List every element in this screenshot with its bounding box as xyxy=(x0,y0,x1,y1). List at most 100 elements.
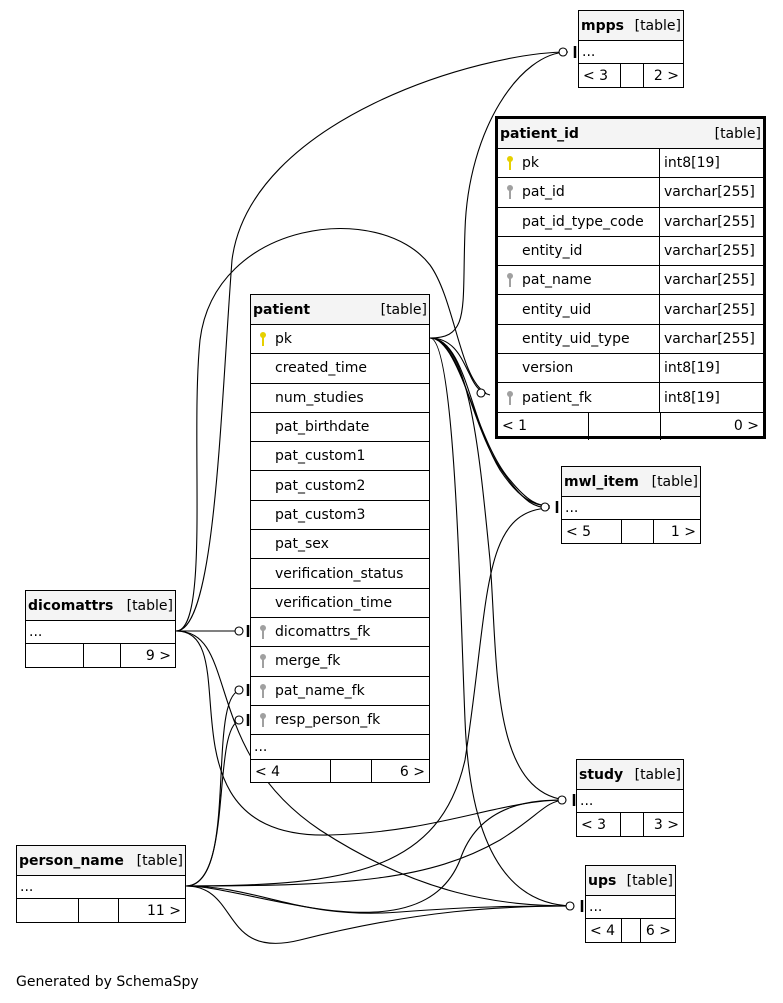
footer-spacer xyxy=(84,644,121,667)
table-kind: [table] xyxy=(634,17,681,34)
table-person-name[interactable]: person_name [table] ... 11 > xyxy=(16,845,186,923)
foreign-key-icon xyxy=(498,390,522,406)
parents-count[interactable]: < 3 xyxy=(577,813,621,836)
column-row[interactable]: pk xyxy=(251,324,429,353)
children-count[interactable]: 6 > xyxy=(645,922,671,939)
column-ellipsis: ... xyxy=(579,40,683,63)
parents-count[interactable]: < 4 xyxy=(586,919,622,942)
children-count[interactable]: 6 > xyxy=(399,763,425,780)
column-row[interactable]: pat_custom1 xyxy=(251,441,429,470)
column-row[interactable]: dicomattrs_fk xyxy=(251,616,429,646)
column-ellipsis: ... xyxy=(26,620,175,643)
zero-or-one-marker xyxy=(565,901,575,911)
parents-count[interactable] xyxy=(26,644,84,667)
table-kind: [table] xyxy=(380,301,427,318)
table-mpps[interactable]: mpps [table] ... < 3 2 > xyxy=(578,10,684,88)
table-footer: < 4 6 > xyxy=(251,759,429,784)
table-kind: [table] xyxy=(651,473,698,490)
column-row[interactable]: verification_time xyxy=(251,587,429,617)
column-row[interactable]: merge_fk xyxy=(251,646,429,675)
children-count[interactable]: 3 > xyxy=(653,816,679,833)
column-row[interactable]: pat_name_fk xyxy=(251,675,429,705)
table-name: patient_id xyxy=(500,125,579,142)
table-footer: < 5 1 > xyxy=(562,519,700,543)
column-name: resp_person_fk xyxy=(275,712,381,728)
table-header: person_name [table] xyxy=(17,846,185,875)
table-header: ups [table] xyxy=(586,866,675,895)
table-name: mpps xyxy=(581,17,624,34)
footer-spacer xyxy=(331,760,372,784)
parents-count[interactable]: < 1 xyxy=(498,412,589,440)
column-ellipsis: ... xyxy=(251,734,429,759)
relationship-line xyxy=(175,630,574,907)
table-name: dicomattrs xyxy=(28,597,114,614)
column-row[interactable]: entity_uid varchar[255] xyxy=(498,294,763,324)
table-patient[interactable]: patient [table] pk created_time num_studie… xyxy=(250,294,430,784)
foreign-key-icon xyxy=(498,184,522,200)
relationship-line xyxy=(185,799,566,913)
relationship-line xyxy=(429,51,569,339)
table-footer: < 3 3 > xyxy=(577,812,683,836)
relationship-line xyxy=(185,799,566,887)
column-name: pat_name xyxy=(522,272,592,289)
column-name: entity_uid xyxy=(522,301,592,318)
table-ups[interactable]: ups [table] ... < 4 6 > xyxy=(585,865,676,943)
table-name: study xyxy=(579,766,624,783)
table-dicomattrs[interactable]: dicomattrs [table] ... 9 > xyxy=(25,590,176,668)
table-kind: [table] xyxy=(714,125,761,142)
relationship-line xyxy=(175,630,566,836)
footer-spacer xyxy=(622,919,641,942)
table-mwl-item[interactable]: mwl_item [table] ... < 5 1 > xyxy=(561,466,701,544)
column-name: pat_custom2 xyxy=(275,477,366,494)
relationship-line xyxy=(429,337,551,507)
parents-count[interactable] xyxy=(17,899,79,922)
table-header: study [table] xyxy=(577,760,683,789)
foreign-key-icon xyxy=(498,272,522,288)
column-name: pat_name_fk xyxy=(275,682,365,699)
footer-spacer xyxy=(621,64,644,87)
parents-count[interactable]: < 4 xyxy=(251,760,331,784)
column-name: verification_status xyxy=(275,565,404,582)
children-count[interactable]: 0 > xyxy=(733,418,759,435)
children-count[interactable]: 11 > xyxy=(147,902,181,919)
zero-or-one-marker xyxy=(540,502,550,512)
column-name: created_time xyxy=(275,360,367,377)
relationship-line xyxy=(185,507,551,887)
column-row[interactable]: created_time xyxy=(251,353,429,382)
relationship-line xyxy=(429,337,551,509)
parents-count[interactable]: < 5 xyxy=(562,520,622,543)
column-type: varchar[255] xyxy=(659,295,763,324)
footer-spacer xyxy=(621,813,644,836)
children-count[interactable]: 2 > xyxy=(653,67,679,84)
column-row[interactable]: pat_sex xyxy=(251,529,429,558)
column-row[interactable]: num_studies xyxy=(251,382,429,412)
table-kind: [table] xyxy=(136,852,183,869)
table-kind: [table] xyxy=(126,597,173,614)
table-study[interactable]: study [table] ... < 3 3 > xyxy=(576,759,684,837)
column-type: int8[19] xyxy=(659,383,763,412)
foreign-key-icon xyxy=(251,653,275,669)
footer-spacer xyxy=(79,899,119,922)
column-row[interactable]: pat_birthdate xyxy=(251,411,429,441)
table-name: person_name xyxy=(19,852,124,869)
relationship-line xyxy=(185,885,574,944)
parents-count[interactable]: < 3 xyxy=(579,64,621,87)
column-row[interactable]: pat_custom3 xyxy=(251,499,429,529)
column-row[interactable]: resp_person_fk xyxy=(251,704,429,734)
children-count[interactable]: 1 > xyxy=(670,523,696,540)
column-row[interactable]: verification_status xyxy=(251,558,429,587)
children-count[interactable]: 9 > xyxy=(145,647,171,664)
table-name: patient xyxy=(253,301,311,318)
column-row[interactable]: pat_custom2 xyxy=(251,470,429,499)
zero-or-one-marker xyxy=(234,626,244,636)
